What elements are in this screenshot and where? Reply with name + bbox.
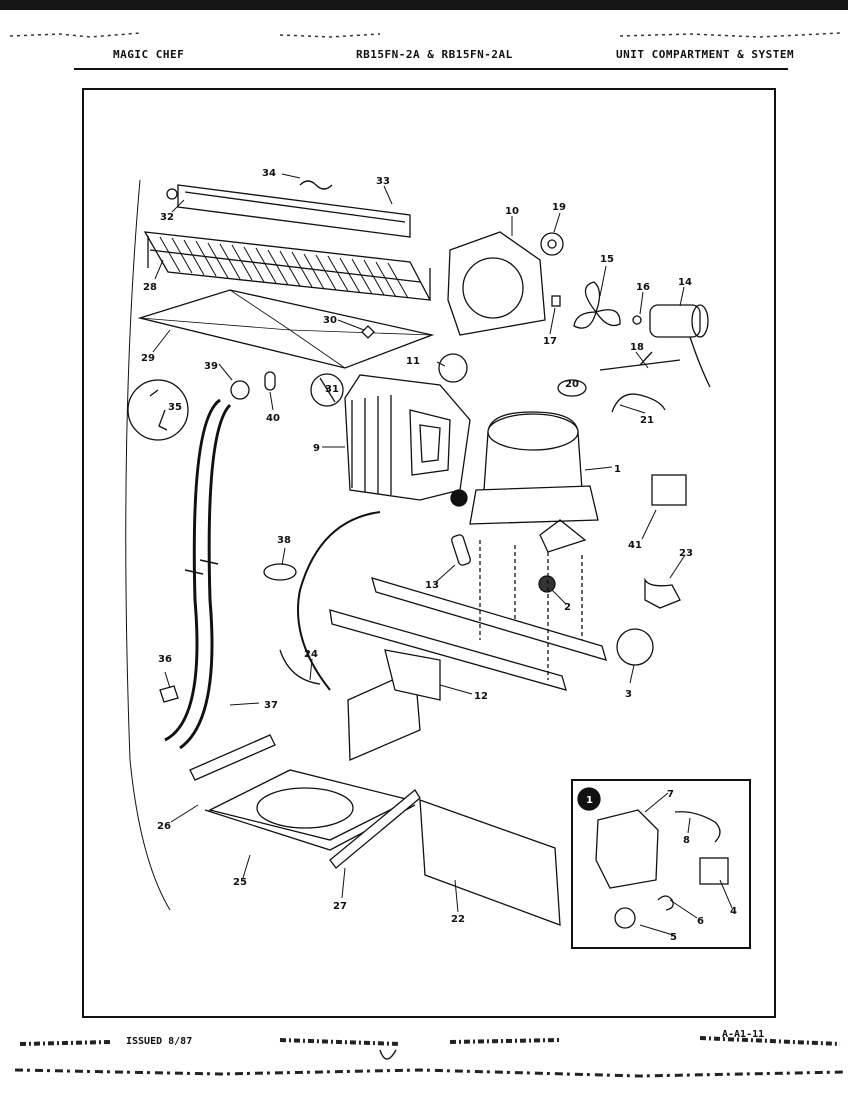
scan-noise-top bbox=[9, 32, 841, 38]
footer-issued: ISSUED 8/87 bbox=[126, 1036, 193, 1047]
header-brand: MAGIC CHEF bbox=[113, 48, 185, 61]
callout-37: 37 bbox=[264, 700, 278, 711]
callout-15: 15 bbox=[600, 254, 614, 265]
callout-27: 27 bbox=[333, 901, 347, 912]
callout-2: 2 bbox=[564, 602, 571, 613]
drain-tube-part bbox=[164, 398, 221, 742]
callout-35: 35 bbox=[168, 402, 182, 413]
fan-motor-part bbox=[649, 304, 711, 388]
compressor-part bbox=[450, 411, 599, 553]
callout-24: 24 bbox=[304, 649, 318, 660]
header-section: UNIT COMPARTMENT & SYSTEM bbox=[616, 48, 795, 61]
capacitor-part bbox=[651, 474, 687, 506]
clamp-part bbox=[159, 685, 179, 703]
callout-31: 31 bbox=[325, 384, 339, 395]
footer-page-code: A-A1-11 bbox=[722, 1029, 765, 1040]
callout-9: 9 bbox=[313, 443, 320, 454]
callout-34: 34 bbox=[262, 168, 276, 179]
callout-14: 14 bbox=[678, 277, 692, 288]
fan-nut-part bbox=[632, 315, 642, 325]
callout-10: 10 bbox=[505, 206, 519, 217]
connector-part bbox=[557, 379, 587, 397]
compressor-rails-part bbox=[329, 540, 607, 691]
washer-part bbox=[616, 628, 654, 666]
callout-21: 21 bbox=[640, 415, 654, 426]
callout-5: 5 bbox=[670, 932, 677, 943]
callout-39: 39 bbox=[204, 361, 218, 372]
header-rule bbox=[74, 68, 788, 70]
power-cord-part bbox=[297, 511, 381, 691]
callout-16: 16 bbox=[636, 282, 650, 293]
defrost-heater-part bbox=[166, 180, 411, 238]
drain-fitting-part bbox=[310, 373, 344, 407]
diagram-frame bbox=[82, 88, 776, 1018]
callout-1: 1 bbox=[614, 464, 621, 475]
callout-36: 36 bbox=[158, 654, 172, 665]
fan-shroud-part bbox=[447, 231, 546, 336]
callout-18: 18 bbox=[630, 342, 644, 353]
strap-part bbox=[263, 563, 297, 581]
grommet-part bbox=[230, 380, 250, 400]
relay-overload-part bbox=[699, 857, 729, 885]
fan-grommet-part bbox=[540, 232, 564, 256]
callout-29: 29 bbox=[141, 353, 155, 364]
scan-noise-bottom bbox=[14, 1036, 846, 1078]
callout-3: 3 bbox=[625, 689, 632, 700]
callout-38: 38 bbox=[277, 535, 291, 546]
callout-28: 28 bbox=[143, 282, 157, 293]
fan-grommet-lower-part bbox=[438, 353, 468, 383]
inset-detail-box bbox=[571, 779, 751, 949]
callout-17: 17 bbox=[543, 336, 557, 347]
callout-33: 33 bbox=[376, 176, 390, 187]
callout-7: 7 bbox=[667, 789, 674, 800]
callout-4: 4 bbox=[730, 906, 737, 917]
callout-30: 30 bbox=[323, 315, 337, 326]
callout-25: 25 bbox=[233, 877, 247, 888]
callout-19: 19 bbox=[552, 202, 566, 213]
drier-part bbox=[451, 534, 471, 566]
fan-blade-part bbox=[573, 281, 621, 329]
callout-22: 22 bbox=[451, 914, 465, 925]
evaporator-part bbox=[143, 231, 432, 301]
relay-part bbox=[644, 577, 681, 609]
scan-top-edge bbox=[0, 0, 848, 10]
callout-6: 6 bbox=[697, 916, 704, 927]
spring-clip-part bbox=[657, 895, 674, 911]
inset-marker-label: 1 bbox=[586, 795, 593, 806]
wire-harness-part bbox=[611, 393, 666, 413]
cover-panel-part bbox=[419, 799, 561, 926]
callout-26: 26 bbox=[157, 821, 171, 832]
clip-part bbox=[361, 325, 375, 339]
callout-11: 11 bbox=[406, 356, 420, 367]
condenser-part bbox=[344, 374, 471, 501]
header-models: RB15FN-2A & RB15FN-2AL bbox=[356, 48, 513, 61]
wire-clip-part bbox=[674, 811, 721, 843]
overload-protector-part bbox=[614, 907, 636, 929]
thermostat-bulb-detail bbox=[127, 379, 189, 441]
evaporator-cover-part bbox=[137, 289, 435, 369]
drain-pan-part bbox=[189, 734, 421, 869]
callout-8: 8 bbox=[683, 835, 690, 846]
callout-20: 20 bbox=[565, 379, 579, 390]
callout-32: 32 bbox=[160, 212, 174, 223]
callout-23: 23 bbox=[679, 548, 693, 559]
callout-12: 12 bbox=[474, 691, 488, 702]
inset-reference-marker bbox=[450, 489, 468, 507]
callout-41: 41 bbox=[628, 540, 642, 551]
fan-clip-part bbox=[551, 295, 561, 307]
overload-cover-part bbox=[595, 809, 659, 889]
fan-bracket-part bbox=[599, 351, 681, 371]
callout-13: 13 bbox=[425, 580, 439, 591]
compressor-grommet-part bbox=[538, 575, 556, 593]
callout-40: 40 bbox=[266, 413, 280, 424]
plug-part bbox=[264, 371, 276, 391]
scan-curve bbox=[125, 179, 171, 911]
